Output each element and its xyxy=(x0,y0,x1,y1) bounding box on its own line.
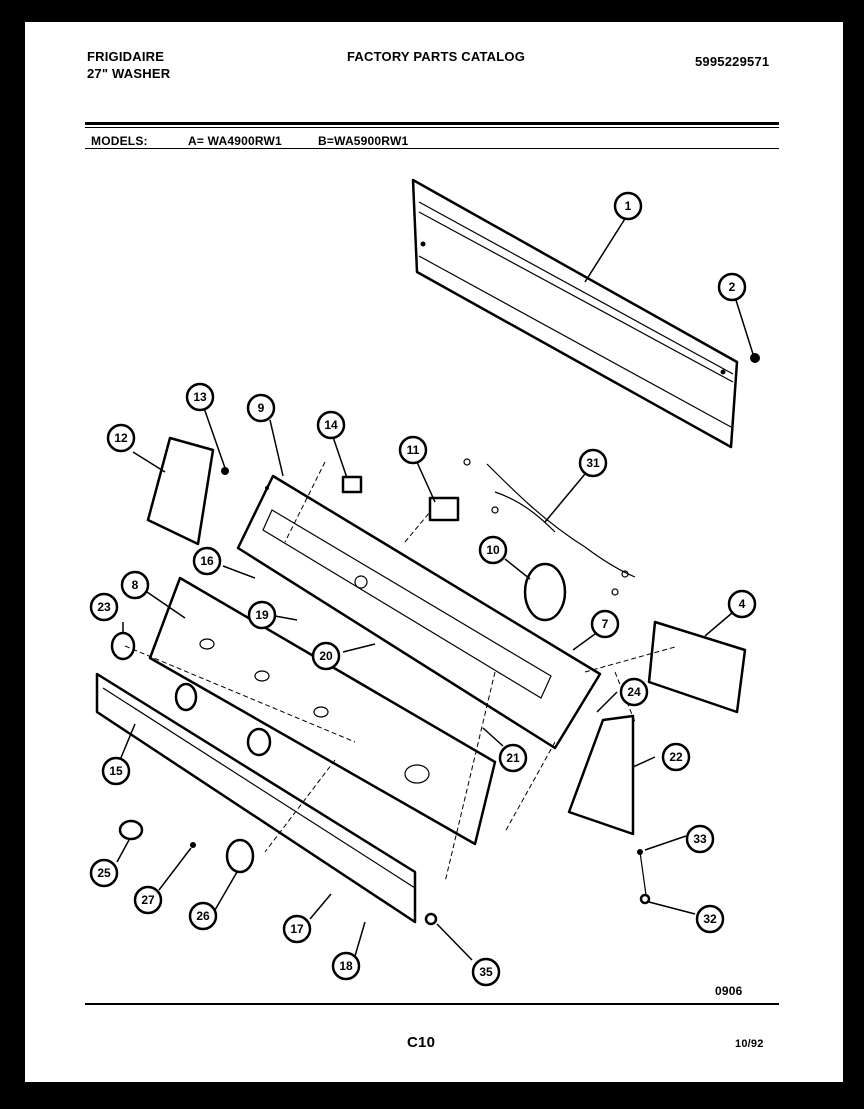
callout-number: 17 xyxy=(290,922,304,936)
callout-number: 8 xyxy=(132,578,139,592)
product-name: 27" WASHER xyxy=(87,66,171,81)
callout-number: 21 xyxy=(506,751,520,765)
callout-number: 10 xyxy=(486,543,500,557)
part-right-bracket xyxy=(567,714,635,836)
callout-11: 11 xyxy=(398,435,428,465)
footer-rule xyxy=(85,1003,779,1005)
part-control-panel xyxy=(236,474,602,750)
callout-32: 32 xyxy=(695,904,725,934)
callout-number: 26 xyxy=(196,909,210,923)
part-knobs xyxy=(110,631,438,926)
callout-number: 16 xyxy=(200,554,214,568)
callout-35: 35 xyxy=(471,957,501,987)
callout-24: 24 xyxy=(619,677,649,707)
callout-31: 31 xyxy=(578,448,608,478)
callout-33: 33 xyxy=(685,824,715,854)
part-switch xyxy=(341,475,363,494)
callout-14: 14 xyxy=(316,410,346,440)
callout-22: 22 xyxy=(661,742,691,772)
part-left-bracket xyxy=(146,436,215,546)
callout-25: 25 xyxy=(89,858,119,888)
callout-19: 19 xyxy=(247,600,277,630)
callout-number: 13 xyxy=(193,390,207,404)
callout-number: 4 xyxy=(739,597,746,611)
callout-8: 8 xyxy=(120,570,150,600)
callout-number: 33 xyxy=(693,832,707,846)
callout-23: 23 xyxy=(89,592,119,622)
callout-number: 14 xyxy=(324,418,338,432)
callout-10: 10 xyxy=(478,535,508,565)
callout-number: 9 xyxy=(258,401,265,415)
header-rule-thin xyxy=(85,127,779,128)
revision-date: 10/92 xyxy=(735,1038,764,1050)
drawing-code: 0906 xyxy=(715,984,743,998)
part-wire-harness xyxy=(463,458,636,596)
part-clip xyxy=(639,851,648,903)
part-back-panel xyxy=(411,178,739,449)
part-screw xyxy=(750,353,760,363)
part-valve-4 xyxy=(647,620,747,714)
callout-number: 18 xyxy=(339,959,353,973)
callout-number: 12 xyxy=(114,431,128,445)
models-label: MODELS: xyxy=(91,134,148,148)
model-b: B=WA5900RW1 xyxy=(318,134,409,148)
callout-number: 24 xyxy=(627,685,641,699)
callout-15: 15 xyxy=(101,756,131,786)
callout-number: 11 xyxy=(407,443,420,457)
part-timer xyxy=(523,562,567,622)
callout-7: 7 xyxy=(590,609,620,639)
callout-number: 2 xyxy=(729,280,736,294)
callout-number: 15 xyxy=(109,764,123,778)
callout-2: 2 xyxy=(717,272,747,302)
catalog-title: FACTORY PARTS CATALOG xyxy=(347,49,526,64)
callout-number: 35 xyxy=(479,965,493,979)
brand-name: FRIGIDAIRE xyxy=(87,49,165,64)
callout-16: 16 xyxy=(192,546,222,576)
models-rule xyxy=(85,148,779,149)
leader-lines xyxy=(116,213,754,961)
callout-27: 27 xyxy=(133,885,163,915)
callout-12: 12 xyxy=(106,423,136,453)
part-switch-11 xyxy=(428,496,460,522)
callout-number: 1 xyxy=(625,199,632,213)
callout-21: 21 xyxy=(498,743,528,773)
callout-9: 9 xyxy=(246,393,276,423)
callout-20: 20 xyxy=(311,641,341,671)
part-front-trim xyxy=(95,672,417,924)
header-rule xyxy=(85,122,779,125)
exploded-parts-diagram: 1 2 4 7 8 9 10 11 12 13 14 15 16 17 18 1… xyxy=(89,178,760,987)
callout-number: 22 xyxy=(669,750,683,764)
part-panel-back xyxy=(148,576,497,846)
callout-number: 23 xyxy=(97,600,111,614)
callout-number: 20 xyxy=(319,649,333,663)
callout-number: 25 xyxy=(97,866,111,880)
catalog-sheet: FRIGIDAIRE 27" WASHER FACTORY PARTS CATA… xyxy=(25,22,843,1082)
callout-17: 17 xyxy=(282,914,312,944)
callout-18: 18 xyxy=(331,951,361,981)
callout-number: 27 xyxy=(141,893,155,907)
callout-number: 31 xyxy=(586,456,600,470)
callout-4: 4 xyxy=(727,589,757,619)
callout-number: 7 xyxy=(602,617,609,631)
callout-number: 19 xyxy=(255,608,269,622)
document-number: 5995229571 xyxy=(695,54,770,69)
model-a: A= WA4900RW1 xyxy=(188,134,282,148)
callout-1: 1 xyxy=(613,191,643,221)
callout-number: 32 xyxy=(703,912,717,926)
callout-13: 13 xyxy=(185,382,215,412)
callout-26: 26 xyxy=(188,901,218,931)
page-number: C10 xyxy=(407,1034,436,1051)
